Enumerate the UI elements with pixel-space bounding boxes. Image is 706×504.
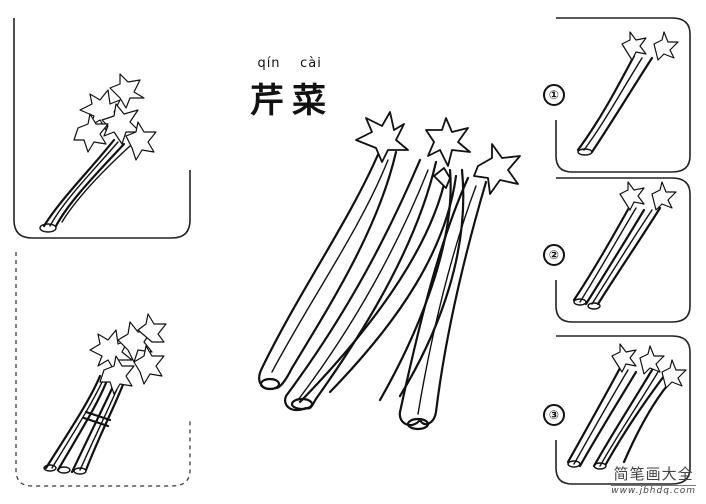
step-badge-2: ②	[543, 244, 565, 266]
bottom-left-frame	[15, 252, 191, 487]
title-character: 芹	[250, 81, 288, 121]
step3-frame	[555, 335, 691, 485]
step3-drawing	[566, 343, 687, 470]
site-watermark: 简笔画大全 www.jbhdq.com	[611, 463, 696, 496]
title-pinyin: qín cài	[248, 56, 358, 71]
celery-bundle-drawing	[43, 313, 167, 475]
step1-drawing	[576, 31, 679, 156]
watermark-url: www.jbhdq.com	[611, 486, 696, 496]
pinyin-syllable: cài	[300, 56, 322, 71]
step-badge-1: ①	[543, 84, 565, 106]
page-title: 芹菜	[248, 73, 358, 122]
top-left-frame	[13, 18, 191, 239]
step-badge-3: ③	[543, 404, 565, 426]
leafy-celery-drawing	[39, 73, 157, 233]
pinyin-syllable: qín	[257, 56, 281, 71]
step1-frame	[555, 17, 691, 173]
step2-drawing	[572, 181, 677, 310]
title-block: qín cài 芹菜	[248, 56, 358, 122]
main-celery-drawing	[258, 111, 521, 431]
watermark-site-name: 简笔画大全	[611, 463, 696, 486]
title-character: 菜	[292, 81, 330, 121]
step2-frame	[555, 177, 691, 323]
